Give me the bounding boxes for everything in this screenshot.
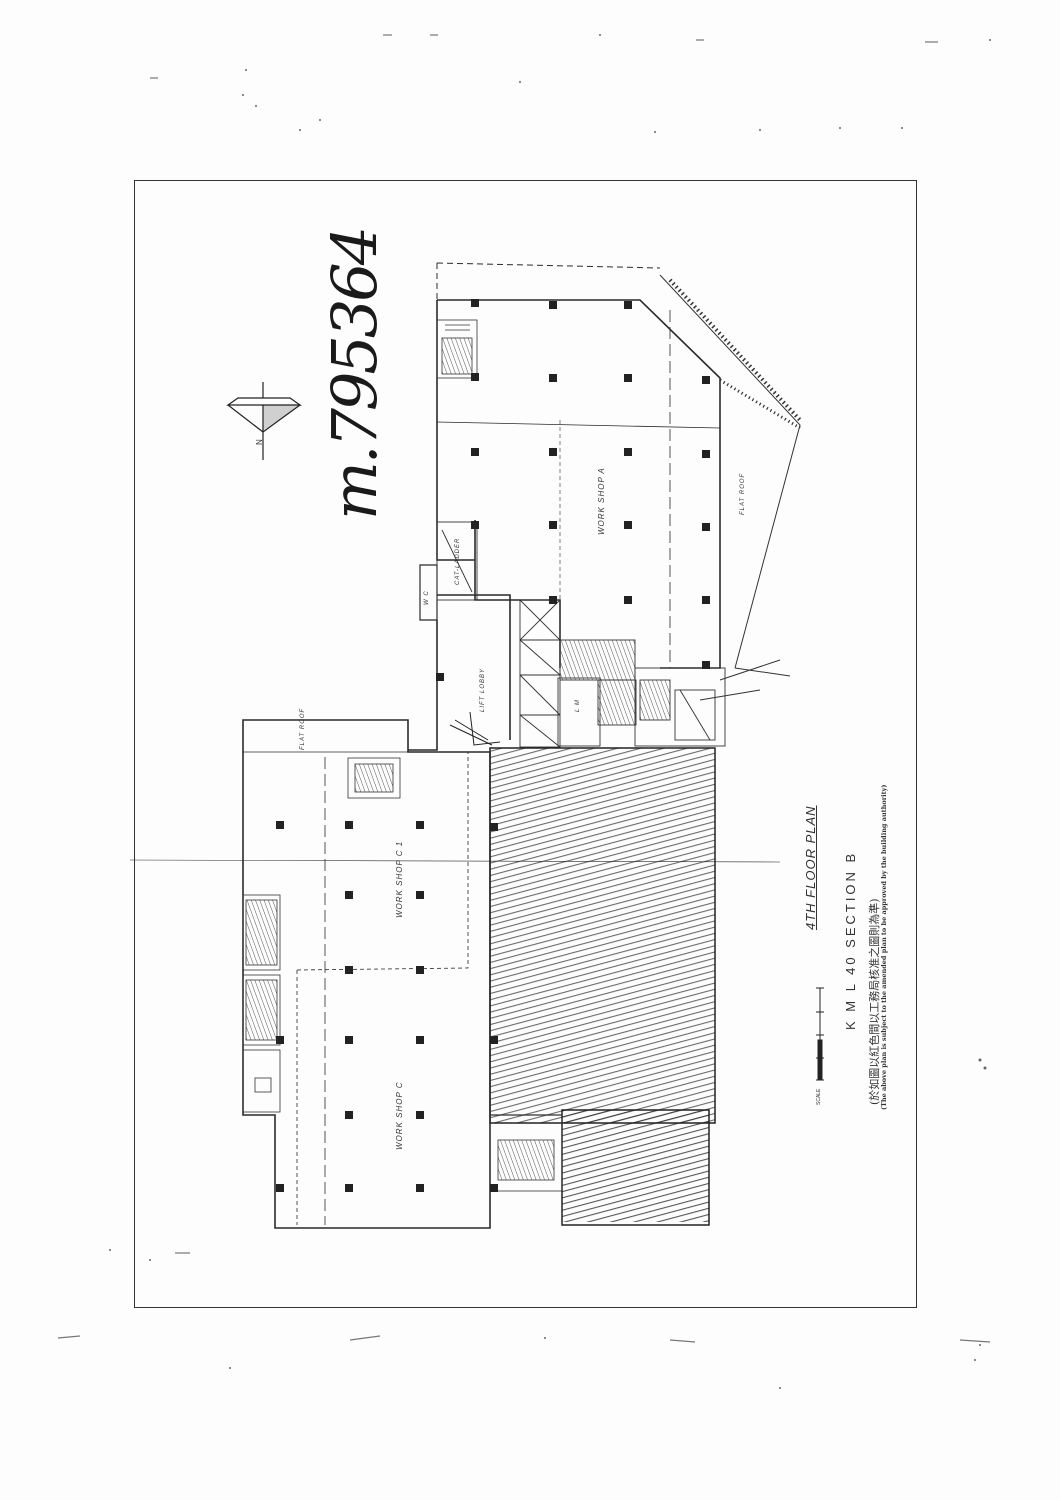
column: [416, 821, 424, 829]
column: [490, 1184, 498, 1192]
flat-roof-right: [659, 274, 802, 701]
column: [549, 521, 557, 529]
column: [345, 1036, 353, 1044]
plan-subtitle: K M L 40 SECTION B: [843, 850, 858, 1030]
column: [416, 966, 424, 974]
column: [471, 521, 479, 529]
column: [345, 1184, 353, 1192]
plan-title: 4TH FLOOR PLAN: [803, 805, 818, 930]
drawing-frame: [134, 180, 917, 1308]
label-workshop-c1: WORK SHOP C 1: [395, 840, 404, 918]
label-lift-lobby: LIFT LOBBY: [480, 667, 486, 712]
column: [490, 823, 498, 831]
scale-bar: [816, 987, 824, 1081]
structural-columns: [276, 299, 710, 1192]
column: [549, 596, 557, 604]
column: [624, 596, 632, 604]
column: [471, 299, 479, 307]
column: [624, 521, 632, 529]
label-flat-roof-right: FLAT ROOF: [740, 472, 746, 515]
column: [345, 891, 353, 899]
label-cat-ladder: CAT-LADDER: [455, 537, 461, 585]
column: [276, 821, 284, 829]
label-lift: L M: [575, 699, 581, 712]
column: [276, 1036, 284, 1044]
column: [490, 1036, 498, 1044]
column: [549, 374, 557, 382]
lift-core: [436, 521, 726, 748]
label-workshop-a: WORK SHOP A: [597, 467, 606, 535]
column: [702, 661, 710, 669]
label-flat-roof-left: FLAT ROOF: [300, 707, 306, 750]
column: [702, 376, 710, 384]
column: [436, 673, 444, 681]
lobby-entrance-arrow: [449, 711, 501, 746]
column: [416, 1036, 424, 1044]
column: [416, 1111, 424, 1119]
column: [702, 450, 710, 458]
label-workshop-c: WORK SHOP C: [395, 1081, 404, 1150]
column: [345, 821, 353, 829]
column: [702, 523, 710, 531]
column: [549, 301, 557, 309]
column: [345, 966, 353, 974]
column: [416, 891, 424, 899]
scale-label: SCALE: [816, 1088, 822, 1105]
column: [549, 448, 557, 456]
plan-note-english: (The above plan is subject to the amende…: [880, 784, 888, 1110]
column: [624, 448, 632, 456]
service-rooms-left: [242, 757, 563, 1192]
column: [702, 596, 710, 604]
scan-dashes: [57, 34, 991, 1343]
column: [624, 301, 632, 309]
column: [276, 1184, 284, 1192]
column: [471, 448, 479, 456]
label-wc: W C: [424, 590, 430, 605]
north-arrow: [226, 382, 302, 460]
column: [471, 373, 479, 381]
scan-noise: [109, 34, 991, 1389]
handwritten-reference-number: m.795364: [318, 228, 391, 520]
column: [345, 1111, 353, 1119]
column: [416, 1184, 424, 1192]
staircase-upper: [436, 319, 478, 379]
column: [624, 374, 632, 382]
north-label: N: [255, 439, 264, 445]
